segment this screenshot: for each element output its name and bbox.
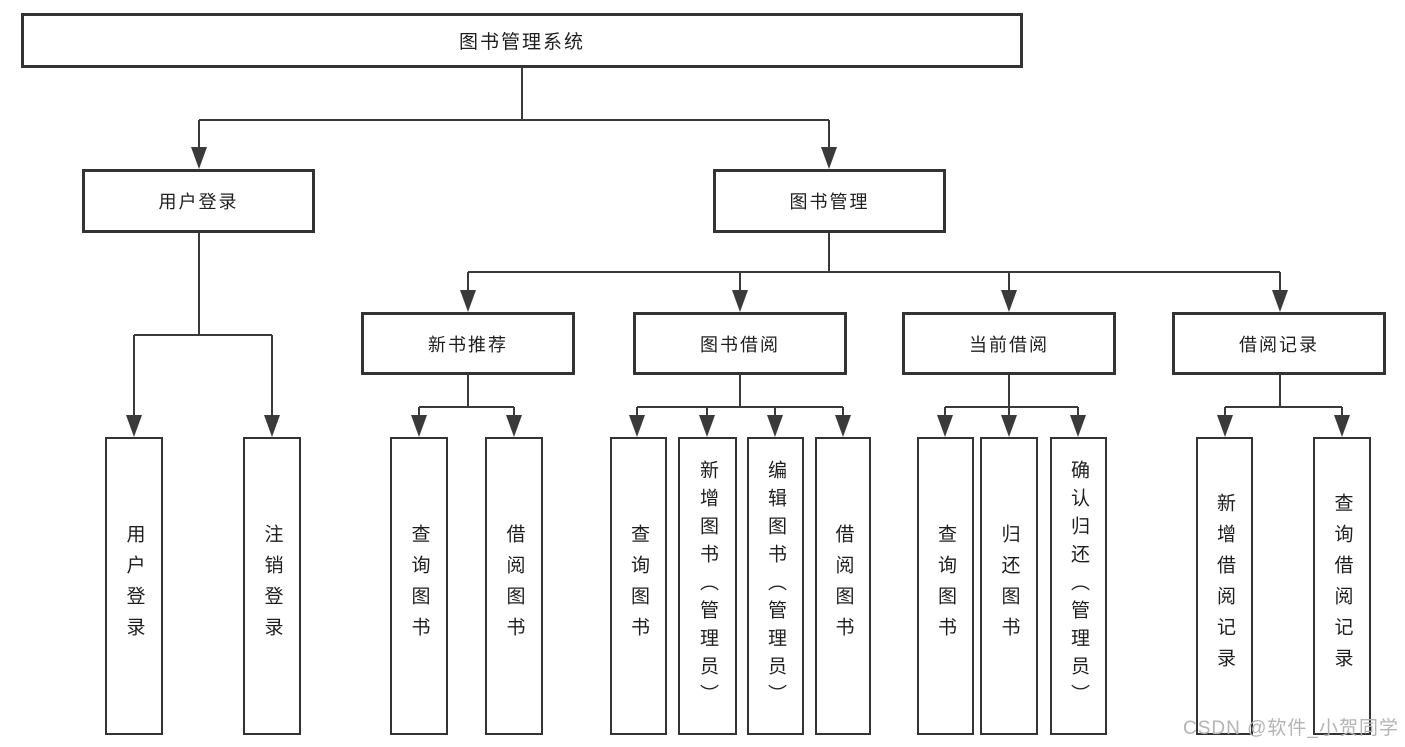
leaf-user-login: 用户登录	[105, 437, 163, 735]
node-label: 确认归还（管理员）	[1068, 460, 1089, 712]
leaf-borrow-books-borrowing: 借阅图书	[815, 437, 871, 735]
node-label: 新增借阅记录	[1214, 493, 1235, 679]
leaf-query-books-borrowing: 查询图书	[610, 437, 667, 735]
node-label: 图书管理	[789, 192, 870, 212]
node-label: 图书管理系统	[458, 32, 585, 53]
node-label: 借阅记录	[1239, 334, 1319, 355]
leaf-confirm-return-admin: 确认归还（管理员）	[1050, 437, 1107, 735]
leaf-edit-books-admin: 编辑图书（管理员）	[747, 437, 804, 735]
watermark-text: CSDN @软件_小贺同学	[1183, 718, 1399, 739]
leaf-return-books: 归还图书	[980, 437, 1038, 735]
node-user-login: 用户登录	[82, 169, 315, 233]
leaf-query-books-current: 查询图书	[917, 437, 974, 735]
node-label: 查询图书	[628, 524, 649, 648]
node-book-borrowing: 图书借阅	[633, 312, 847, 375]
node-label: 新增图书（管理员）	[697, 460, 718, 712]
leaf-query-books-recommend: 查询图书	[390, 437, 448, 735]
leaf-query-borrow-record: 查询借阅记录	[1313, 437, 1371, 735]
node-label: 图书借阅	[700, 334, 780, 355]
node-current-borrowing: 当前借阅	[902, 312, 1116, 375]
node-label: 查询图书	[408, 524, 430, 648]
node-library-management-system: 图书管理系统	[21, 13, 1023, 68]
node-label: 查询图书	[935, 524, 956, 648]
leaf-logout: 注销登录	[243, 437, 301, 735]
node-label: 用户登录	[123, 524, 145, 648]
leaf-add-books-admin: 新增图书（管理员）	[678, 437, 737, 735]
node-book-management: 图书管理	[713, 169, 946, 233]
node-new-book-recommendation: 新书推荐	[361, 312, 575, 375]
node-label: 借阅图书	[503, 524, 525, 648]
node-label: 查询借阅记录	[1331, 493, 1353, 679]
node-label: 编辑图书（管理员）	[765, 460, 786, 712]
node-label: 借阅图书	[832, 524, 854, 648]
node-label: 用户登录	[158, 192, 239, 212]
node-label: 新书推荐	[428, 334, 508, 355]
leaf-borrow-books-recommend: 借阅图书	[485, 437, 543, 735]
leaf-add-borrow-record: 新增借阅记录	[1196, 437, 1253, 735]
node-label: 归还图书	[998, 524, 1020, 648]
node-borrowing-records: 借阅记录	[1172, 312, 1386, 375]
node-label: 注销登录	[261, 524, 283, 648]
node-label: 当前借阅	[969, 334, 1049, 355]
